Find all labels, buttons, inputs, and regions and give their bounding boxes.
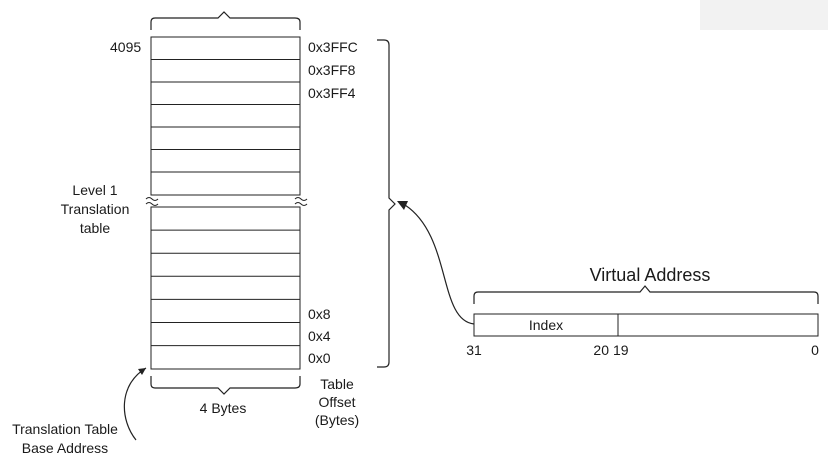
virtual-address-brace <box>473 285 819 304</box>
watermark <box>700 0 828 30</box>
table-lower-rows <box>151 229 300 347</box>
break-mark-right-2 <box>294 202 308 206</box>
bit-31-label: 31 <box>466 342 482 358</box>
table-break-marks <box>145 197 308 206</box>
break-mark-left-2 <box>145 202 159 206</box>
offset-caption-line-1: Table <box>320 376 354 392</box>
offset-0x8: 0x8 <box>308 306 331 322</box>
table-name-line-2: Translation <box>61 201 130 217</box>
table-top-index: 4095 <box>110 39 141 55</box>
table-top-brace <box>150 11 301 30</box>
table-upper-frame <box>150 36 301 196</box>
index-arrow <box>404 204 475 325</box>
break-mark-right <box>294 197 308 201</box>
offset-0x3ffc: 0x3FFC <box>308 39 358 55</box>
offset-caption-line-3: (Bytes) <box>315 412 359 428</box>
table-width-label: 4 Bytes <box>200 400 247 416</box>
break-mark-left <box>145 197 159 201</box>
index-arrowhead <box>397 201 408 210</box>
base-address-arrow <box>123 367 147 441</box>
base-label-line-2: Base Address <box>22 440 108 456</box>
offset-0x4: 0x4 <box>308 328 331 344</box>
table-bottom-brace <box>150 376 301 395</box>
index-field-label: Index <box>529 317 563 333</box>
virtual-address-register <box>473 313 819 337</box>
bit-0-label: 0 <box>811 342 819 358</box>
base-address-arrowhead <box>138 368 146 375</box>
bit-20-label: 20 <box>593 342 609 358</box>
table-upper-block <box>150 36 301 196</box>
table-right-brace <box>377 39 396 368</box>
table-upper-rows <box>151 59 300 173</box>
table-name-line-1: Level 1 <box>72 182 117 198</box>
bit-19-label: 19 <box>613 342 629 358</box>
table-name-line-3: table <box>80 220 111 236</box>
offset-0x0: 0x0 <box>308 350 331 366</box>
offset-0x3ff4: 0x3FF4 <box>308 85 356 101</box>
offset-0x3ff8: 0x3FF8 <box>308 62 356 78</box>
virtual-address-title: Virtual Address <box>590 265 711 285</box>
offset-caption-line-2: Offset <box>318 394 355 410</box>
base-label-line-1: Translation Table <box>12 421 118 437</box>
table-lower-block <box>150 206 301 370</box>
table-lower-frame <box>150 206 301 370</box>
